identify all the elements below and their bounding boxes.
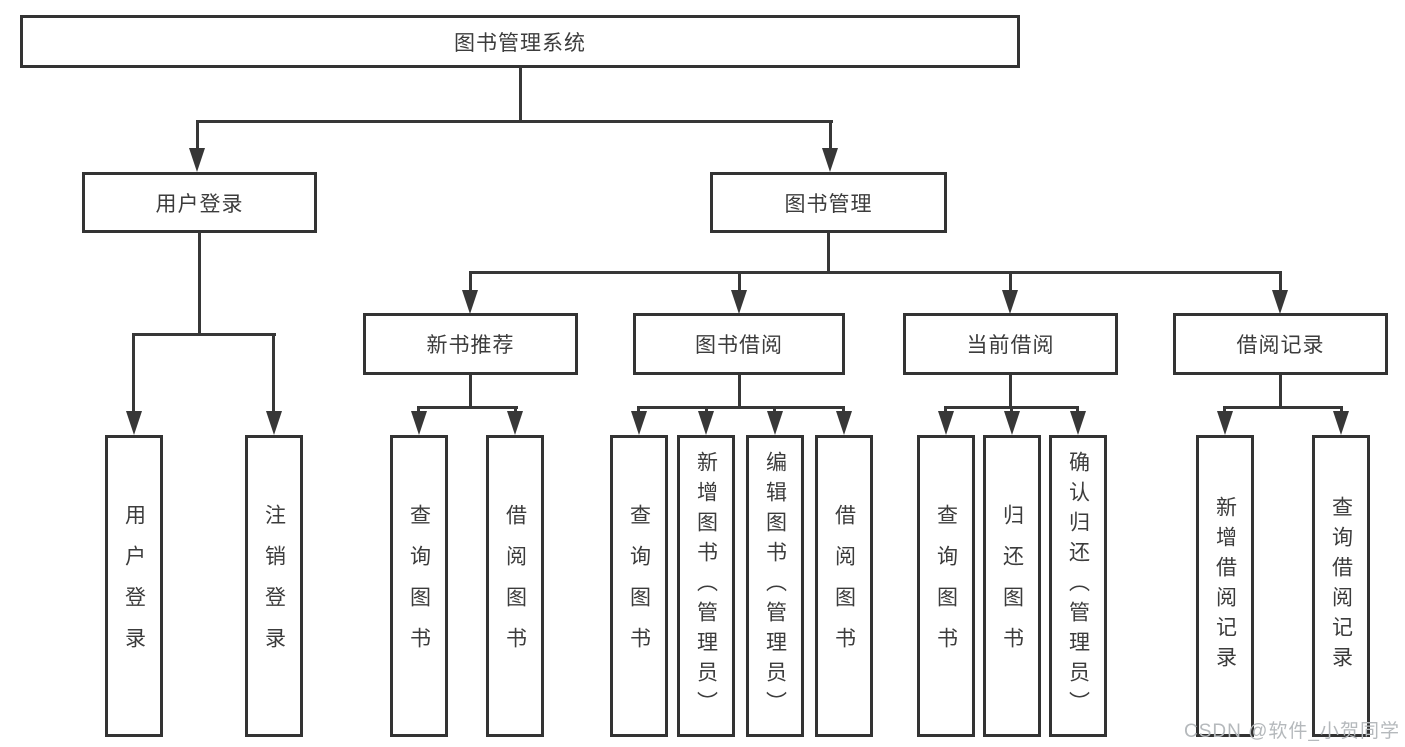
connector-line <box>1076 406 1079 412</box>
leaf-user-login: 用户登录 <box>105 435 163 737</box>
node-current-borrowing: 当前借阅 <box>903 313 1118 375</box>
arrowhead-icon <box>938 411 954 435</box>
arrowhead-icon <box>126 411 142 435</box>
connector-line <box>196 120 199 149</box>
connector-line <box>829 120 832 149</box>
connector-line <box>514 406 517 412</box>
connector-line <box>1010 406 1013 412</box>
connector-line <box>637 406 640 412</box>
connector-line <box>196 120 833 123</box>
leaf-add-books-admin-label: 新增图书（管理员） <box>694 451 718 721</box>
node-borrow-records: 借阅记录 <box>1173 313 1388 375</box>
arrowhead-icon <box>731 290 747 314</box>
connector-line <box>519 67 522 122</box>
leaf-current-query-books: 查询图书 <box>917 435 975 737</box>
connector-line <box>1279 375 1282 408</box>
node-borrow-records-label: 借阅记录 <box>1236 334 1325 357</box>
connector-line <box>1009 375 1012 408</box>
leaf-logout-label: 注销登录 <box>262 504 286 668</box>
leaf-borrowing-query-books: 查询图书 <box>610 435 668 737</box>
leaf-borrow-books-label: 借阅图书 <box>832 504 856 668</box>
connector-line <box>705 406 708 412</box>
connector-line <box>1279 271 1282 291</box>
node-book-management: 图书管理 <box>710 172 947 233</box>
leaf-add-borrow-record: 新增借阅记录 <box>1196 435 1254 737</box>
connector-line <box>773 406 776 412</box>
connector-line <box>132 333 135 412</box>
node-book-borrowing: 图书借阅 <box>633 313 845 375</box>
connector-line <box>417 406 420 412</box>
leaf-newbook-borrow-books-label: 借阅图书 <box>503 504 527 668</box>
connector-line <box>1223 406 1343 409</box>
arrowhead-icon <box>462 290 478 314</box>
leaf-newbook-query-books-label: 查询图书 <box>407 504 431 668</box>
connector-line <box>469 271 472 291</box>
arrowhead-icon <box>767 411 783 435</box>
connector-line <box>417 406 518 409</box>
connector-line <box>827 232 830 274</box>
arrowhead-icon <box>1070 411 1086 435</box>
leaf-newbook-query-books: 查询图书 <box>390 435 448 737</box>
leaf-borrowing-query-books-label: 查询图书 <box>627 504 651 668</box>
arrowhead-icon <box>836 411 852 435</box>
arrowhead-icon <box>1333 411 1349 435</box>
node-new-book-recommend: 新书推荐 <box>363 313 578 375</box>
leaf-borrow-books: 借阅图书 <box>815 435 873 737</box>
leaf-logout: 注销登录 <box>245 435 303 737</box>
leaf-add-borrow-record-label: 新增借阅记录 <box>1213 496 1237 676</box>
connector-line <box>1340 406 1343 412</box>
arrowhead-icon <box>631 411 647 435</box>
arrowhead-icon <box>698 411 714 435</box>
connector-line <box>1009 271 1012 291</box>
node-new-book-recommend-label: 新书推荐 <box>426 334 515 357</box>
leaf-newbook-borrow-books: 借阅图书 <box>486 435 544 737</box>
node-root: 图书管理系统 <box>20 15 1020 68</box>
connector-line <box>1223 406 1226 412</box>
leaf-user-login-label: 用户登录 <box>122 504 146 668</box>
node-current-borrowing-label: 当前借阅 <box>966 334 1055 357</box>
connector-line <box>738 375 741 408</box>
arrowhead-icon <box>1002 290 1018 314</box>
arrowhead-icon <box>507 411 523 435</box>
node-root-label: 图书管理系统 <box>454 31 586 55</box>
leaf-query-borrow-record-label: 查询借阅记录 <box>1329 496 1353 676</box>
leaf-confirm-return-admin: 确认归还（管理员） <box>1049 435 1107 737</box>
leaf-edit-books-admin-label: 编辑图书（管理员） <box>763 451 787 721</box>
leaf-edit-books-admin: 编辑图书（管理员） <box>746 435 804 737</box>
connector-line <box>469 375 472 408</box>
arrowhead-icon <box>266 411 282 435</box>
leaf-query-borrow-record: 查询借阅记录 <box>1312 435 1370 737</box>
arrowhead-icon <box>822 148 838 172</box>
node-book-management-label: 图书管理 <box>784 192 873 216</box>
leaf-return-books: 归还图书 <box>983 435 1041 737</box>
leaf-confirm-return-admin-label: 确认归还（管理员） <box>1066 451 1090 721</box>
node-user-login-label: 用户登录 <box>155 192 244 216</box>
connector-line <box>272 333 275 412</box>
leaf-add-books-admin: 新增图书（管理员） <box>677 435 735 737</box>
connector-line <box>469 271 1282 274</box>
arrowhead-icon <box>189 148 205 172</box>
node-user-login: 用户登录 <box>82 172 317 233</box>
connector-line <box>944 406 947 412</box>
arrowhead-icon <box>1217 411 1233 435</box>
arrowhead-icon <box>1272 290 1288 314</box>
connector-line <box>738 271 741 291</box>
leaf-return-books-label: 归还图书 <box>1000 504 1024 668</box>
connector-line <box>637 406 845 409</box>
leaf-current-query-books-label: 查询图书 <box>934 504 958 668</box>
arrowhead-icon <box>1004 411 1020 435</box>
csdn-watermark: CSDN @软件_小贺同学 <box>1184 721 1400 742</box>
arrowhead-icon <box>411 411 427 435</box>
connector-line <box>842 406 845 412</box>
connector-line <box>132 333 276 336</box>
connector-line <box>198 232 201 336</box>
node-book-borrowing-label: 图书借阅 <box>695 334 783 357</box>
